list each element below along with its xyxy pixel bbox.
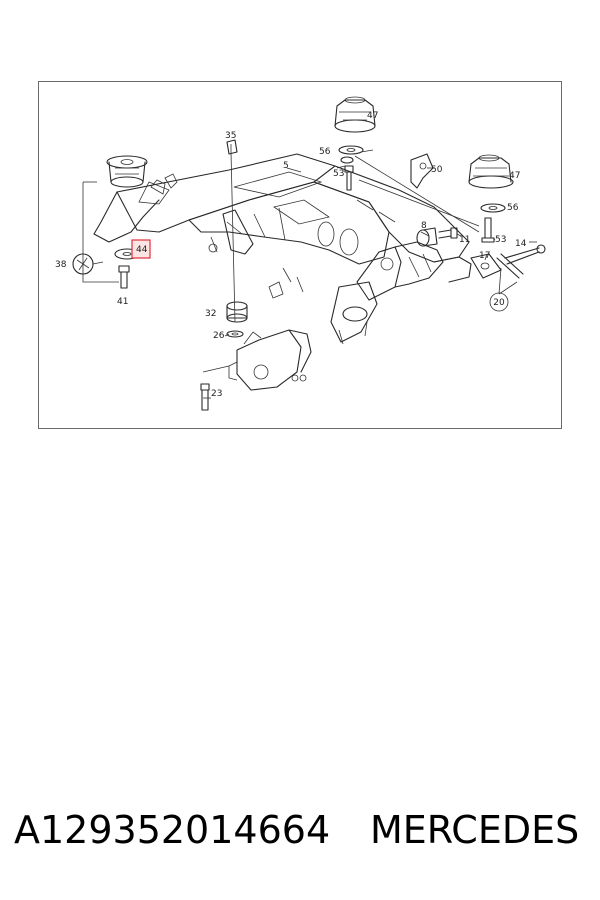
- callout-44-highlight: 44: [131, 239, 151, 259]
- callout-56-top: 56: [319, 147, 331, 157]
- callout-47-right: 47: [509, 171, 520, 181]
- callout-53-left: 53: [333, 169, 344, 179]
- callout-14: 14: [515, 239, 527, 249]
- subframe-exploded-diagram: 47 35 56 5 53 50 47 56 8 11 53 14 17 20 …: [55, 96, 546, 411]
- callout-8: 8: [421, 221, 427, 231]
- callout-20: 20: [493, 298, 505, 308]
- callout-20-badge: 20: [489, 292, 509, 312]
- callout-17: 17: [479, 251, 490, 261]
- rear-axle-subframe: [93, 153, 472, 345]
- callout-38: 38: [55, 260, 67, 270]
- brand-name: MERCEDES: [370, 808, 580, 852]
- bolt-23: [200, 383, 210, 411]
- parts-diagram-frame: 47 35 56 5 53 50 47 56 8 11 53 14 17 20 …: [38, 81, 562, 429]
- bolt-53-right: [481, 217, 495, 243]
- bracket-50: [410, 153, 434, 189]
- callout-53-right: 53: [495, 235, 506, 245]
- callout-44: 44: [136, 245, 148, 255]
- bushing-32: [226, 301, 248, 323]
- bushing-8: [416, 227, 458, 247]
- callout-26: 26: [213, 331, 225, 341]
- callout-23: 23: [211, 389, 222, 399]
- callout-47-top: 47: [367, 111, 378, 121]
- callout-labels: 47 35 56 5 53 50 47 56 8 11 53 14 17 20 …: [55, 111, 527, 399]
- bolt-53-left: [344, 165, 354, 191]
- nut-35: [226, 139, 238, 155]
- callout-11: 11: [459, 235, 470, 245]
- callout-5: 5: [283, 161, 289, 171]
- mount-47-top: [334, 96, 376, 133]
- washer-56-top: [338, 145, 364, 164]
- part-number: A129352014664: [14, 808, 331, 852]
- bolt-41: [118, 265, 130, 289]
- callout-56-right: 56: [507, 203, 519, 213]
- bolt-14: [504, 244, 546, 265]
- differential-housing: [228, 329, 312, 391]
- callout-41: 41: [117, 297, 128, 307]
- washer-56-right: [480, 203, 506, 213]
- leader-lines: [82, 144, 537, 399]
- callout-32: 32: [205, 309, 216, 319]
- washer-26: [226, 330, 244, 338]
- product-caption: A129352014664 MERCEDES: [0, 808, 600, 858]
- callout-35: 35: [225, 131, 236, 141]
- mount-47-right: [468, 154, 514, 189]
- callout-50: 50: [431, 165, 443, 175]
